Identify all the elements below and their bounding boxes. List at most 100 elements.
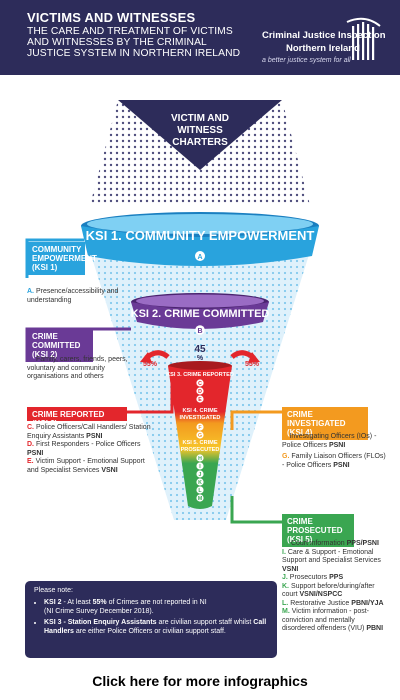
item-text: Care & Support - Emotional Support and S… (282, 548, 381, 565)
header-banner: VICTIMS AND WITNESSES THE CARE AND TREAT… (0, 0, 400, 75)
funnel-letter-circle (196, 431, 204, 439)
community-title2: EMPOWERMENT (32, 254, 97, 263)
connector-reported (126, 384, 174, 414)
funnel-letter-circle (196, 494, 204, 502)
ksi4-letters: FG (196, 423, 204, 439)
funnel-letter-circle (196, 470, 204, 478)
ksi5-label-line1: KSI 5. CRIME (182, 440, 217, 446)
logo-stripes-icon (346, 17, 381, 60)
investigated-title2: (KSI 4) (287, 428, 313, 437)
ksi5-label-line2: PROSECUTED (181, 447, 220, 453)
reported-item-d: D. First Responders - Police Officers PS… (27, 441, 155, 458)
item-letter: G. (282, 453, 290, 460)
note-item1-sub: (NI Crime Survey December 2018). (44, 608, 154, 615)
funnel-letter: K (198, 480, 202, 486)
pct-left: 55% (143, 361, 158, 368)
note-item1-text2: of Crimes are not reported in NI (106, 599, 207, 606)
logo-tagline: a better justice system for all (262, 57, 351, 64)
charters-line2: WITNESS (177, 125, 223, 136)
header-title: VICTIMS AND WITNESSES (27, 10, 196, 25)
pct-top-sym: % (197, 355, 204, 362)
ksi1-letter: A (197, 254, 202, 261)
note-item2-bold: KSI 3 - Station Enquiry Assistants (44, 619, 157, 626)
item-text: Victim Support - Emotional Support and S… (27, 458, 145, 474)
item-letter: L. (282, 599, 289, 607)
charters-line1: VICTIM AND (171, 113, 229, 124)
item-agency: PPS/PSNI (346, 540, 379, 547)
pct-top-value: 45 (194, 344, 206, 355)
arrow-left-head (140, 352, 152, 363)
community-title3: (KSI 1) (32, 263, 58, 272)
funnel-letter-circle (196, 454, 204, 462)
logo-line2: Northern Ireland (286, 43, 360, 54)
item-text: Presence/accessibility and understanding (27, 288, 119, 304)
reported-title: CRIME REPORTED (KSI 3) (32, 410, 105, 428)
ksi1-rim-inner (87, 214, 313, 234)
funnel-letter-circle (196, 395, 204, 403)
prosecuted-item-k: K. Support before/during/after court VSN… (282, 583, 387, 600)
logo-line1: Criminal Justice Inspection (262, 30, 386, 41)
inner-cone-rim (168, 361, 232, 371)
funnel-letter: D (198, 389, 202, 395)
investigated-title1: CRIME INVESTIGATED (287, 410, 346, 428)
item-agency: VSNI (101, 466, 118, 474)
reported-box-items: C. Police Officers/Call Handlers/ Statio… (27, 424, 155, 475)
funnel-letter-circle (196, 462, 204, 470)
item-text: Investigating Officers (IOs) - Police Of… (282, 433, 377, 449)
prosecuted-item-m: M. Victim information - post-conviction … (282, 608, 387, 634)
connector-investigated (230, 410, 282, 430)
funnel-letter: G (198, 433, 202, 439)
ksi1-band (81, 226, 319, 266)
prosecuted-box-items: H. Court information PPS/PSNI I. Care & … (282, 540, 387, 634)
item-text: Family, carers, friends, peers, voluntar… (27, 356, 128, 380)
item-letter: B. (27, 356, 34, 363)
investigated-item-f: F. Investigating Officers (IOs) - Police… (282, 433, 387, 450)
item-letter: E. (27, 458, 34, 465)
ksi3-label: KSI 3. CRIME REPORTED (166, 372, 234, 378)
ksi4-label-line2: INVESTIGATED (180, 415, 221, 421)
reported-box-heading: CRIME REPORTED (KSI 3) (27, 407, 127, 428)
investigated-item-g: G. Family Liaison Officers (FLOs) - Poli… (282, 453, 387, 470)
committed-item-b: B. Family, carers, friends, peers, volun… (27, 356, 137, 382)
item-text: First Responders - Police Officers (35, 441, 141, 448)
ksi1-letter-circle (195, 251, 205, 261)
ksi2-band (131, 302, 269, 329)
investigated-box-heading: CRIME INVESTIGATED (KSI 4) (282, 407, 368, 440)
community-box-heading: COMMUNITY EMPOWERMENT (KSI 1) (27, 242, 97, 275)
ksi2-letter: B (197, 328, 202, 335)
connector-prosecuted (230, 496, 282, 524)
prosecuted-title1: CRIME PROSECUTED (287, 517, 343, 535)
more-infographics-link[interactable]: Click here for more infographics (92, 673, 308, 689)
item-agency: PBNI/YJA (351, 599, 384, 607)
funnel-letter: C (198, 381, 202, 387)
footer: Click here for more infographics (0, 673, 400, 689)
item-agency: PSNI (328, 441, 346, 449)
item-agency: PBNI (366, 625, 384, 632)
note-list: KSI 2 - At least 55% of Crimes are not r… (34, 598, 268, 636)
arrow-right-head (248, 352, 260, 363)
item-letter: J. (282, 574, 288, 581)
item-text: Family Liaison Officers (FLOs) - Police … (282, 453, 386, 469)
header-subtitle: THE CARE AND TREATMENT OF VICTIMS AND WI… (27, 26, 241, 59)
prosecuted-title2: (KSI 5) (287, 535, 313, 544)
item-agency: PSNI (333, 461, 350, 469)
funnel-letter-circle (196, 478, 204, 486)
prosecuted-item-i: I. Care & Support - Emotional Support an… (282, 549, 387, 575)
note-item-2: KSI 3 - Station Enquiry Assistants are c… (44, 618, 268, 636)
note-heading: Please note: (34, 587, 73, 594)
item-text: Prosecutors (289, 574, 328, 581)
note-item-1: KSI 2 - At least 55% of Crimes are not r… (44, 598, 268, 616)
prosecuted-item-j: J. Prosecutors PPS (282, 574, 387, 583)
committed-title1: CRIME COMMITTED (32, 332, 81, 350)
ksi4-label-line1: KSI 4. CRIME (182, 408, 217, 414)
item-letter: F. (282, 433, 288, 440)
item-agency: PSNI (27, 449, 44, 457)
item-text: Victim information - post-conviction and… (282, 608, 370, 632)
committed-title2: (KSI 2) (32, 350, 58, 359)
note-item2-text2: are either Police Officers or civilian s… (73, 628, 226, 635)
item-letter: K. (282, 582, 289, 590)
item-letter: I. (282, 548, 286, 556)
note-item2-bold2: Call Handlers (44, 619, 267, 635)
reported-item-c: C. Police Officers/Call Handlers/ Statio… (27, 424, 155, 441)
